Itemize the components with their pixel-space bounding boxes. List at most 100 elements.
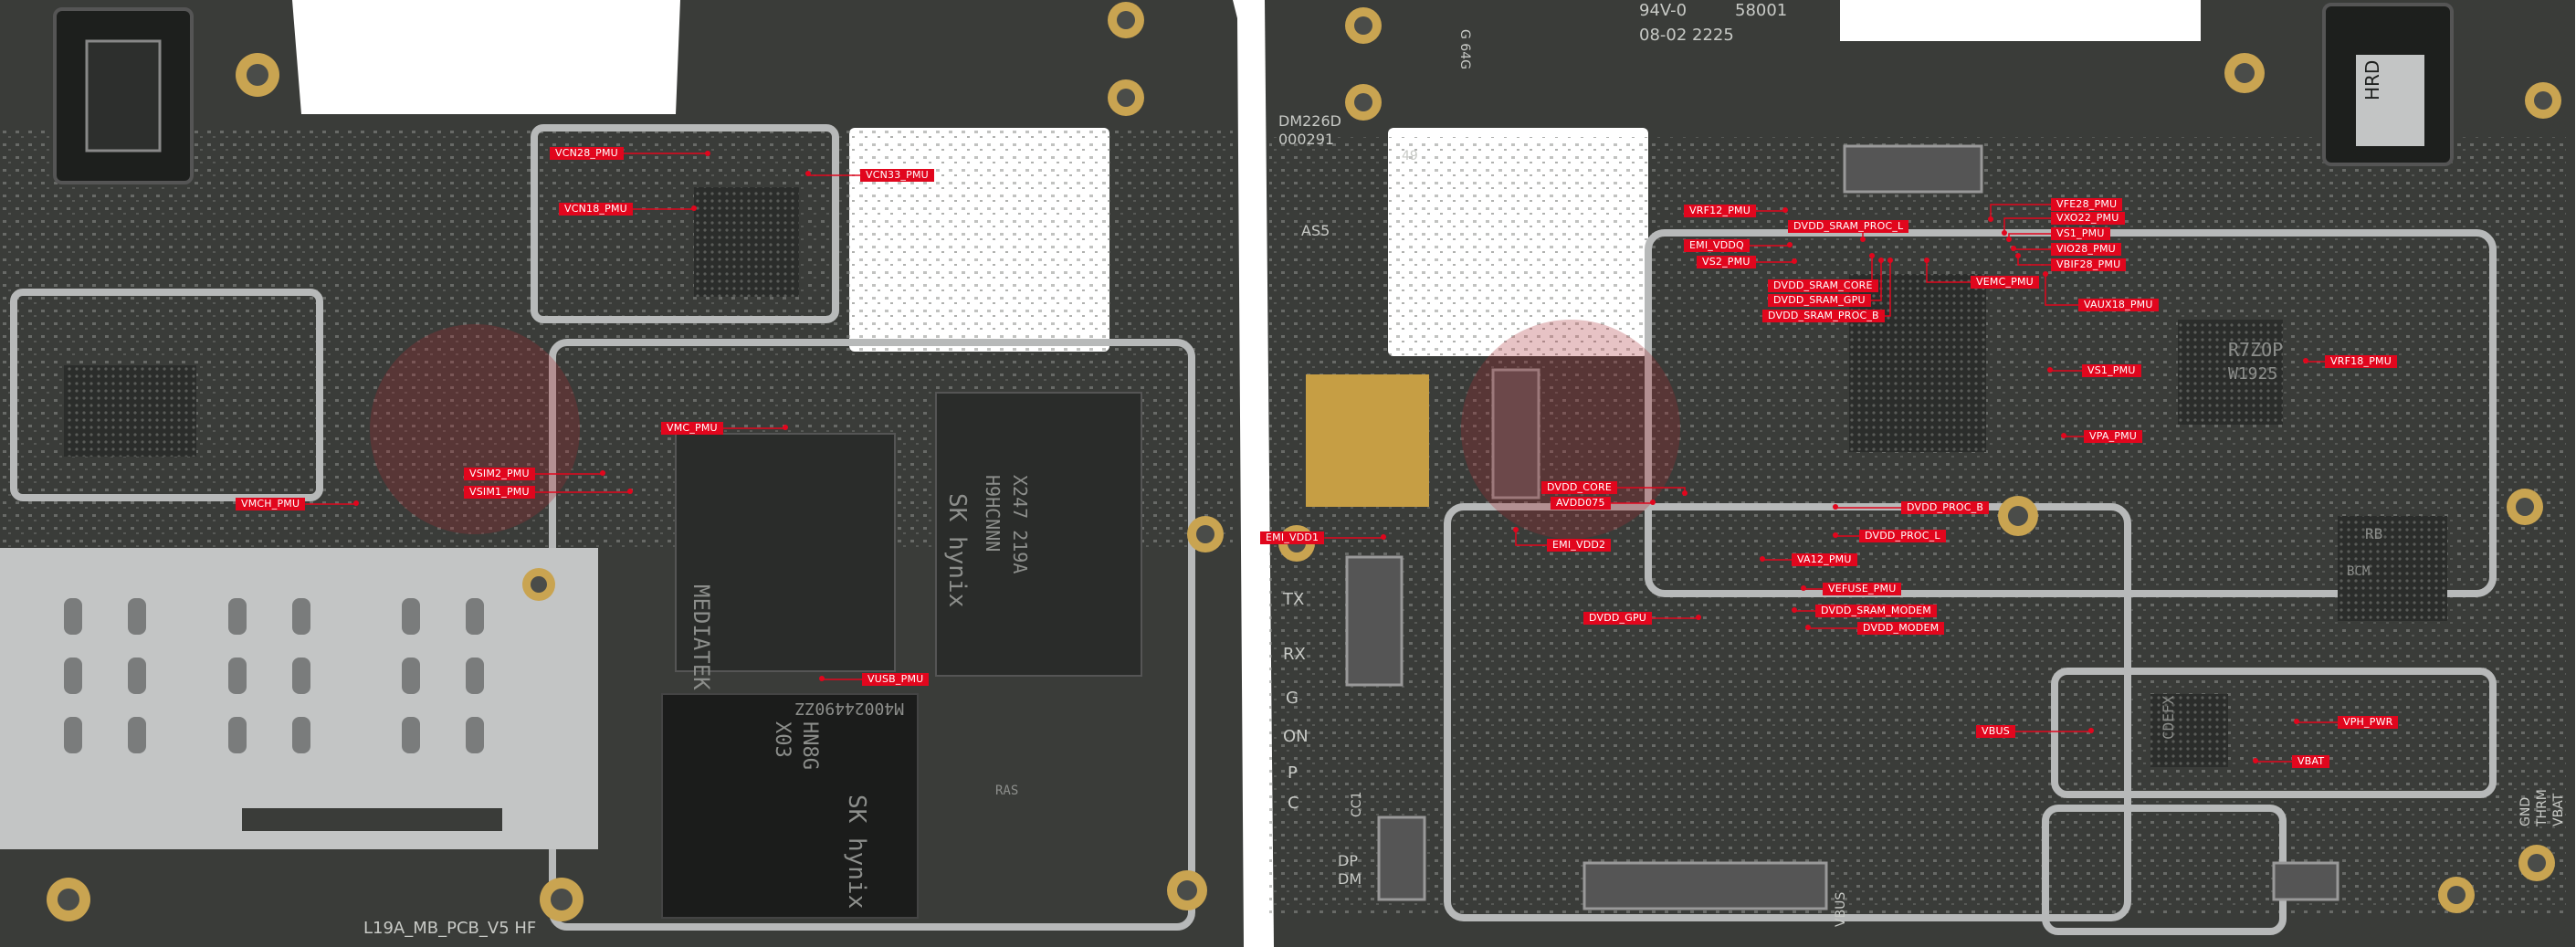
leader-dot-dvdd-gpu xyxy=(1696,615,1701,620)
silk-cc1: CC1 xyxy=(1350,792,1364,817)
label-vbus: VBUS xyxy=(1976,725,2015,738)
shield-vcn-area xyxy=(531,124,839,323)
chip-text-r7zop: R7ZOP xyxy=(2228,339,2283,361)
leader-dot-dvdd-core xyxy=(1682,490,1688,496)
label-vmc-pmu: VMC_PMU xyxy=(661,422,723,435)
leader-dot-vbif28-pmu xyxy=(2015,253,2021,258)
silk-board-id-2: 000291 xyxy=(1278,131,1334,148)
connector-bottom-right xyxy=(2272,861,2339,901)
silk-hrd: HRD xyxy=(2361,60,2383,100)
connector-bottom-left xyxy=(1377,815,1426,901)
leader-dot-vsim2-pmu xyxy=(600,470,605,476)
label-emi-vddq: EMI_VDDQ xyxy=(1684,239,1750,252)
sim-contacts xyxy=(64,598,484,753)
leader-dot-vrf12-pmu xyxy=(1782,207,1788,213)
silk-p: P xyxy=(1288,763,1298,783)
label-vxo22-pmu: VXO22_PMU xyxy=(2051,212,2125,225)
leader-dot-emi-vddq xyxy=(1787,242,1793,247)
label-emi-vdd2: EMI_VDD2 xyxy=(1547,539,1612,552)
chip-soc xyxy=(1849,274,1986,452)
chip-r7zop xyxy=(2178,320,2283,425)
chip-text-skhynix-bottom-code: HN8G xyxy=(798,721,821,770)
chip-text-ras: RAS xyxy=(995,784,1018,798)
silk-on: ON xyxy=(1283,727,1309,746)
silk-lot-number: 58001 xyxy=(1735,1,1787,20)
label-vaux18-pmu: VAUX18_PMU xyxy=(2078,299,2159,311)
silk-flex-code: G 64G xyxy=(1457,29,1472,69)
watermark-logo xyxy=(370,320,1680,539)
label-vmch-pmu: VMCH_PMU xyxy=(236,498,306,510)
leader-dot-vcn18-pmu xyxy=(691,205,697,211)
leader-dot-vcn33-pmu xyxy=(805,171,811,176)
chip-rb xyxy=(2338,516,2447,621)
chip-text-skhynix-top-code: H9HCNNN xyxy=(982,475,1004,552)
label-vcn18-pmu: VCN18_PMU xyxy=(559,203,633,216)
leader-dot-vaux18-pmu xyxy=(2043,271,2048,277)
leader-dot-va12-pmu xyxy=(1760,556,1765,562)
leader-dot-dvdd-sram-proc-b xyxy=(1887,258,1893,263)
leader-dot-dvdd-proc-l xyxy=(1833,532,1838,538)
label-vemc-pmu: VEMC_PMU xyxy=(1971,276,2039,289)
leader-dot-avdd075 xyxy=(1650,500,1656,505)
silk-board-id-1: DM226D xyxy=(1278,112,1341,130)
leader-dot-vbus xyxy=(2088,728,2094,733)
chip-text-mediatek: MEDIATEK xyxy=(689,584,714,690)
chip-skhynix-dram xyxy=(935,392,1142,677)
silk-rx: RX xyxy=(1283,645,1306,664)
leader-dot-emi-vdd2 xyxy=(1513,527,1519,532)
chip-text-cdeefx: CDEFX xyxy=(2160,695,2177,740)
chip-text-rb: RB xyxy=(2365,525,2382,542)
chip-text-skhynix-bottom-lot: X03 xyxy=(771,721,794,758)
leader-dot-vusb-pmu xyxy=(819,676,825,681)
label-dvdd-modem: DVDD_MODEM xyxy=(1857,622,1945,635)
leader-dot-vxo22-pmu xyxy=(2002,230,2007,236)
leader-dot-vemc-pmu xyxy=(1924,258,1929,263)
leader-dot-vs1-pmu-top xyxy=(2006,237,2012,242)
leader-line-dvdd-sram-gpu xyxy=(1870,260,1882,301)
label-dvdd-sram-core: DVDD_SRAM_CORE xyxy=(1768,279,1878,292)
headphone-jack-right-inner xyxy=(2356,55,2424,146)
shield-left-top xyxy=(10,289,323,501)
leader-line-vfe28-pmu xyxy=(1990,204,2051,219)
label-vpa-pmu: VPA_PMU xyxy=(2084,430,2143,443)
label-dvdd-core: DVDD_CORE xyxy=(1541,481,1617,494)
connector-left-vertical xyxy=(1491,368,1540,500)
silk-vbat: VBAT xyxy=(2551,793,2566,826)
connector-top xyxy=(1843,144,1983,194)
chip-text-broadcom: BCM xyxy=(2347,564,2370,579)
leader-dot-vcn28-pmu xyxy=(705,151,710,156)
label-dvdd-proc-b: DVDD_PROC_B xyxy=(1901,501,1990,514)
leader-dot-vmch-pmu xyxy=(353,500,359,506)
label-vefuse-pmu: VEFUSE_PMU xyxy=(1823,583,1902,595)
leader-dot-vs1-pmu xyxy=(2047,367,2053,373)
chip-cdeefx xyxy=(2150,694,2228,767)
leader-dot-vio28-pmu xyxy=(2011,246,2016,251)
chip-left-pmic xyxy=(64,365,196,457)
chip-text-skhynix-bottom-serial: M40024490ZZ xyxy=(795,699,904,718)
label-vusb-pmu: VUSB_PMU xyxy=(862,673,930,686)
silk-gnd: GND xyxy=(2518,797,2533,826)
label-vbif28-pmu: VBIF28_PMU xyxy=(2051,258,2127,271)
connector-left-lower xyxy=(1345,555,1404,687)
leader-dot-vbat xyxy=(2253,758,2258,763)
label-vcn33-pmu: VCN33_PMU xyxy=(860,169,934,182)
leader-dot-dvdd-sram-core xyxy=(1869,253,1875,258)
leader-dot-vsim1-pmu xyxy=(627,489,633,494)
silk-vbus: VBUS xyxy=(1834,892,1848,927)
label-dvdd-sram-proc-b: DVDD_SRAM_PROC_B xyxy=(1762,310,1885,322)
leader-dot-dvdd-modem xyxy=(1805,625,1811,630)
chip-vcn xyxy=(694,187,799,297)
label-dvdd-sram-modem: DVDD_SRAM_MODEM xyxy=(1815,605,1937,617)
label-va12-pmu: VA12_PMU xyxy=(1792,553,1857,566)
label-vrf12-pmu: VRF12_PMU xyxy=(1684,205,1756,217)
mounting-holes-right xyxy=(1278,7,2561,913)
leader-dot-vph-pwr xyxy=(2294,719,2299,724)
label-vsim2-pmu: VSIM2_PMU xyxy=(464,468,535,480)
leader-dot-vrf18-pmu xyxy=(2303,358,2308,363)
leader-lines xyxy=(305,151,2338,763)
label-dvdd-proc-l: DVDD_PROC_L xyxy=(1859,530,1946,542)
leader-dot-dvdd-sram-modem xyxy=(1792,607,1797,613)
chip-text-r7zop-2: W1925 xyxy=(2228,364,2277,384)
silk-tx: TX xyxy=(1282,590,1304,609)
